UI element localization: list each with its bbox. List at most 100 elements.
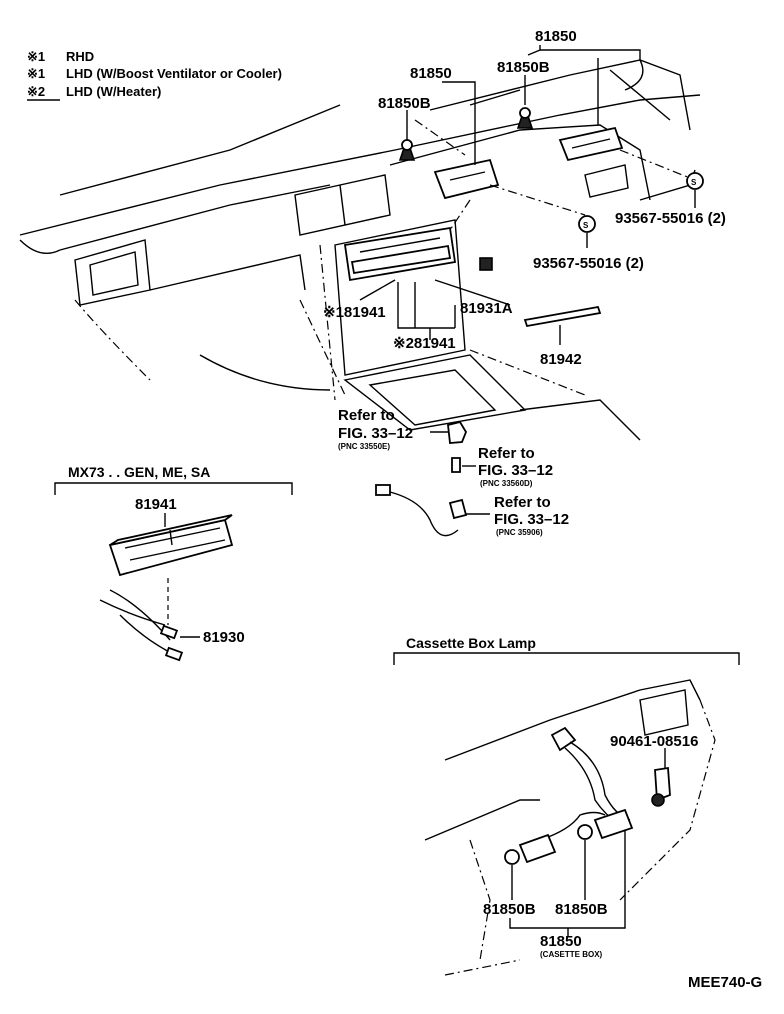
center-vent-outline — [294, 174, 391, 236]
refer-1-pnc: (PNC 33550E) — [338, 442, 390, 451]
refer-3-line1: Refer to — [494, 494, 551, 511]
lower-panel-curve — [199, 354, 331, 391]
left-vent-outline — [74, 239, 151, 306]
dash-screw-right — [619, 149, 691, 179]
dash-top-edge — [19, 94, 701, 236]
leader-lines-main — [359, 45, 696, 345]
refer-2-line2: FIG. 33–12 — [478, 462, 553, 479]
dash-upper-line — [59, 104, 341, 196]
leader-81850-bracket — [509, 918, 626, 929]
inset-mx73-title: MX73 . . GEN, ME, SA — [68, 464, 210, 480]
lower-panel-dash — [299, 299, 346, 396]
console-tray-inner — [368, 369, 497, 426]
label-cassette-box-note: (CASETTE BOX) — [540, 950, 603, 959]
cassette-lower-line — [424, 799, 540, 841]
leader-81931a — [434, 279, 511, 306]
screw-right-glyph: S — [691, 178, 697, 187]
refer-2-bulb — [451, 457, 461, 473]
inset-wire-1 — [99, 599, 166, 626]
label-81850b-left: 81850B — [378, 95, 431, 112]
cassette-bracket-clip — [651, 793, 665, 807]
inset-socket-2 — [164, 646, 184, 662]
leader-81850-top-bracket — [539, 45, 641, 60]
trim-strip-81942 — [523, 305, 602, 328]
inset-control-unit-top — [109, 514, 233, 546]
cassette-bulb-right — [577, 824, 593, 840]
refer-1-bulb — [447, 420, 468, 444]
center-vent-divider — [339, 184, 346, 226]
dash-lamp-left — [414, 119, 466, 156]
dash-right-edge — [639, 169, 696, 201]
label-93567-right: 93567-55016 (2) — [615, 210, 726, 227]
screw-mid-glyph: S — [583, 221, 589, 230]
label-81931a: 81931A — [460, 300, 513, 317]
screw-right — [686, 172, 704, 190]
cassette-wire-3 — [539, 811, 606, 841]
leader-81850-left — [442, 81, 476, 165]
inset-control-unit-divider — [169, 529, 173, 546]
inset-cassette-title: Cassette Box Lamp — [406, 635, 536, 651]
refer-3-pnc: (PNC 35906) — [496, 528, 543, 537]
dash-center-top — [389, 124, 651, 201]
windshield-hatch-1 — [469, 89, 521, 106]
legend-mark-2: ※1 — [27, 66, 45, 81]
label-81850b-b: 81850B — [555, 901, 608, 918]
lamp-housing-right-slot — [571, 138, 611, 149]
heater-control-unit — [343, 226, 493, 282]
label-81942: 81942 — [540, 351, 582, 368]
refer-3-wire — [389, 491, 459, 537]
dash-left-curve — [19, 239, 61, 254]
legend-mark-3: ※2 — [27, 84, 45, 99]
control-unit-slot — [350, 244, 452, 275]
label-81941-star2: ※281941 — [393, 335, 456, 352]
glovebox-edge — [74, 299, 151, 381]
inset-cassette: Cassette Box Lamp 90461-08516 81850B 818… — [393, 635, 740, 976]
cassette-bulb-left — [504, 849, 520, 865]
label-81941-star1: ※181941 — [323, 304, 386, 321]
cassette-dash-top — [444, 679, 701, 761]
legend: ※1 RHD ※1 LHD (W/Boost Ventilator or Coo… — [27, 49, 282, 101]
refer-3-connector — [375, 484, 391, 496]
dash-lamp-to-unit — [449, 199, 471, 231]
leader-81850-top-b — [624, 59, 644, 91]
inset-mx73-label-81930: 81930 — [203, 629, 245, 646]
cassette-left-edge — [469, 839, 491, 961]
label-81850-left: 81850 — [410, 65, 452, 82]
console-left-edge — [319, 244, 336, 401]
top-lamps — [398, 107, 624, 200]
inset-mx73: MX73 . . GEN, ME, SA 81941 81930 — [54, 464, 293, 662]
lamp-housing-left-slot — [449, 171, 486, 181]
cassette-right-edge — [619, 699, 716, 901]
inset-mx73-label-81941: 81941 — [135, 496, 177, 513]
label-81850-cassette: 81850 — [540, 933, 582, 950]
legend-mark-1: ※1 — [27, 49, 45, 64]
leader-81850-top-a — [527, 49, 541, 56]
windshield-hatch-2 — [609, 69, 671, 121]
dash-mid-line — [149, 254, 306, 291]
part-labels-main: 81850 81850 81850B 81850B 93567-55016 (2… — [323, 28, 726, 368]
refer-3-line2: FIG. 33–12 — [494, 511, 569, 528]
figure-code: MEE740-G — [688, 974, 762, 991]
inset-control-unit-line2 — [129, 539, 226, 561]
inset-control-unit-line1 — [124, 527, 221, 549]
refer-2-pnc: (PNC 33560D) — [480, 479, 533, 488]
leader-81941-star1 — [359, 279, 396, 301]
inset-mx73-bracket — [54, 482, 293, 495]
inset-cassette-bracket — [393, 652, 740, 665]
bulb-81931a — [479, 257, 493, 271]
instrument-panel-drawing — [19, 59, 701, 441]
cassette-wire-1 — [569, 741, 631, 821]
dash-screw-mid — [489, 184, 586, 216]
console-dash-line — [469, 349, 586, 396]
right-vent — [584, 164, 629, 198]
label-81850b-a: 81850B — [483, 901, 536, 918]
refer-callouts: Refer to FIG. 33–12 (PNC 33550E) Refer t… — [338, 407, 569, 537]
inset-socket-1 — [159, 624, 179, 640]
refer-1-line1: Refer to — [338, 407, 395, 424]
label-90461: 90461-08516 — [610, 733, 698, 750]
legend-text-3: LHD (W/Heater) — [66, 84, 161, 99]
legend-text-2: LHD (W/Boost Ventilator or Cooler) — [66, 66, 282, 81]
windshield-frame — [429, 59, 691, 131]
refer-callout-3: Refer to FIG. 33–12 (PNC 35906) — [375, 484, 569, 537]
cassette-bracket — [654, 766, 671, 802]
